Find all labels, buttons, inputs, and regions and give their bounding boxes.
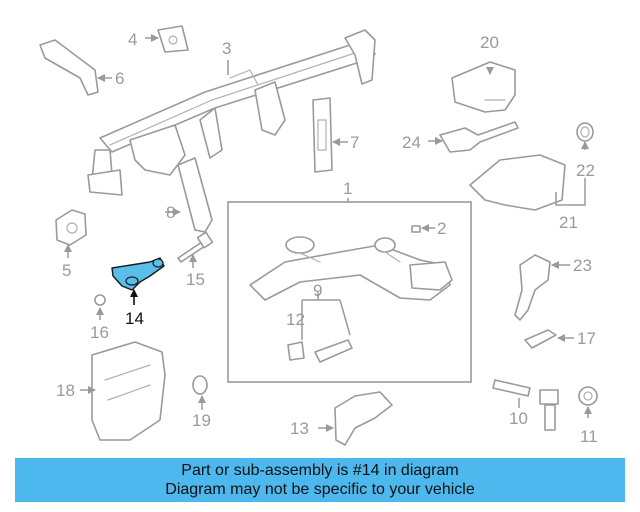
callout-labels: 4 3 6 7 8 5 15 14 16 18 19 13 1 2 9 12 2… — [56, 30, 598, 446]
part-6-bracket — [39, 39, 99, 96]
callout-14: 14 — [125, 309, 144, 328]
callout-20: 20 — [480, 33, 499, 52]
callout-6: 6 — [115, 69, 124, 88]
callout-18: 18 — [56, 381, 75, 400]
callout-16: 16 — [90, 323, 109, 342]
part-14-highlighted — [111, 257, 165, 291]
part-3-crossbeam — [87, 29, 376, 196]
banner-line-1: Part or sub-assembly is #14 in diagram — [181, 462, 459, 479]
part-23-lever — [514, 254, 551, 321]
part-5-plate — [55, 209, 87, 246]
callout-9: 9 — [313, 281, 322, 300]
parts-diagram: 4 3 6 7 8 5 15 14 16 18 19 13 1 2 9 12 2… — [39, 25, 598, 446]
part-4-clip — [157, 25, 189, 53]
banner-line-2: Diagram may not be specific to your vehi… — [165, 481, 475, 498]
part-19-ring — [192, 375, 208, 395]
part-15-bolt — [177, 231, 214, 263]
part-10-cylinder — [492, 379, 559, 431]
callout-7: 7 — [350, 133, 359, 152]
part-13-bracket — [334, 391, 393, 446]
callout-5: 5 — [62, 261, 71, 280]
callout-4: 4 — [128, 30, 137, 49]
part-17-pad — [524, 329, 557, 349]
callout-19: 19 — [192, 411, 211, 430]
callout-23: 23 — [573, 256, 592, 275]
callout-3: 3 — [222, 39, 231, 58]
callout-8: 8 — [166, 203, 175, 222]
callout-11: 11 — [580, 427, 598, 446]
info-banner: Part or sub-assembly is #14 in diagram D… — [15, 458, 625, 502]
leader-lines — [64, 34, 592, 432]
callout-24: 24 — [402, 133, 421, 152]
part-7-bracket — [312, 97, 333, 173]
part-2-screw — [411, 225, 421, 233]
part-8-bracket — [177, 157, 213, 233]
part-20-shroud — [451, 61, 516, 113]
callout-10: 10 — [509, 409, 528, 428]
part-18-cover — [91, 341, 166, 441]
part-24-switch — [439, 121, 519, 153]
callout-22: 22 — [576, 161, 595, 180]
part-21-shroud — [469, 154, 566, 211]
callout-21: 21 — [559, 213, 578, 232]
part-11-ring — [578, 386, 598, 406]
part-16-nut — [94, 294, 106, 306]
callout-12: 12 — [286, 310, 305, 329]
part-22-ring — [576, 122, 594, 142]
callout-13: 13 — [290, 419, 309, 438]
part-1-assembly-box — [227, 201, 472, 383]
callout-15: 15 — [186, 270, 205, 289]
callout-17: 17 — [577, 329, 596, 348]
callout-1: 1 — [343, 179, 352, 198]
callout-2: 2 — [437, 219, 446, 238]
